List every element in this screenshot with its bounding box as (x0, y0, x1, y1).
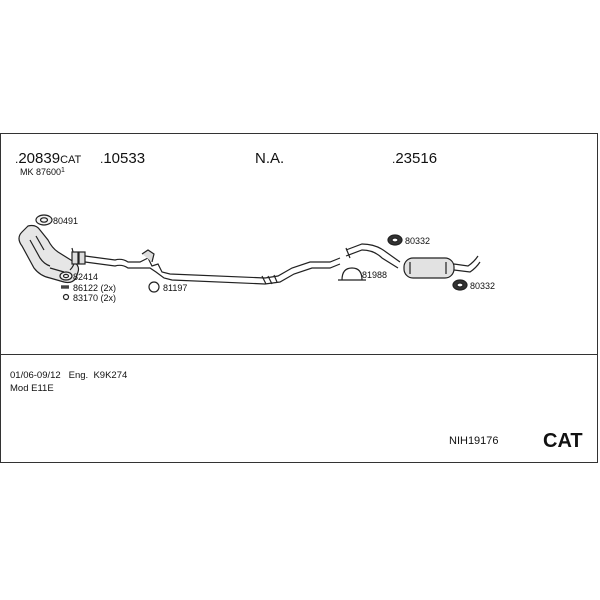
callout-86122: 86122 (2x) (73, 283, 117, 293)
vehicle-info-line2: Mod E11E (10, 383, 54, 394)
rear-silencer-shape (345, 243, 481, 279)
rubber-mount-80332-bottom-shape (452, 279, 468, 291)
cat-badge: CAT (543, 430, 583, 452)
rubber-mount-80332-top-shape (387, 234, 403, 246)
kit-code: NIH19176 (449, 435, 499, 447)
callout-80332-bottom: 80332 (470, 281, 496, 291)
middle-pipe-shape (84, 249, 341, 285)
vehicle-info-line1: 01/06-09/12 Eng. K9K274 (10, 370, 128, 381)
rubber-82414-shape (59, 271, 73, 281)
clamp-81988-shape (338, 267, 366, 281)
callout-83170: 83170 (2x) (73, 293, 117, 303)
callout-80491: 80491 (53, 216, 79, 226)
part-10533: .10533 (100, 150, 146, 167)
mk-label: MK 876001 (20, 167, 65, 177)
flange-shape (71, 251, 86, 265)
gasket-80491-shape (35, 214, 53, 226)
ring-81197-shape (148, 281, 160, 293)
part-na: N.A. (255, 150, 285, 167)
callout-82414: 82414 (73, 272, 99, 282)
callout-81988: 81988 (362, 270, 388, 280)
part-23516: .23516 (392, 150, 438, 167)
bolt-86122-shape (61, 285, 69, 289)
nut-83170-shape (62, 293, 70, 301)
part-20839: .20839CAT (15, 150, 82, 167)
callout-80332-top: 80332 (405, 236, 431, 246)
section-divider (0, 354, 598, 355)
callout-81197: 81197 (163, 283, 188, 293)
diagram-frame (0, 133, 598, 463)
